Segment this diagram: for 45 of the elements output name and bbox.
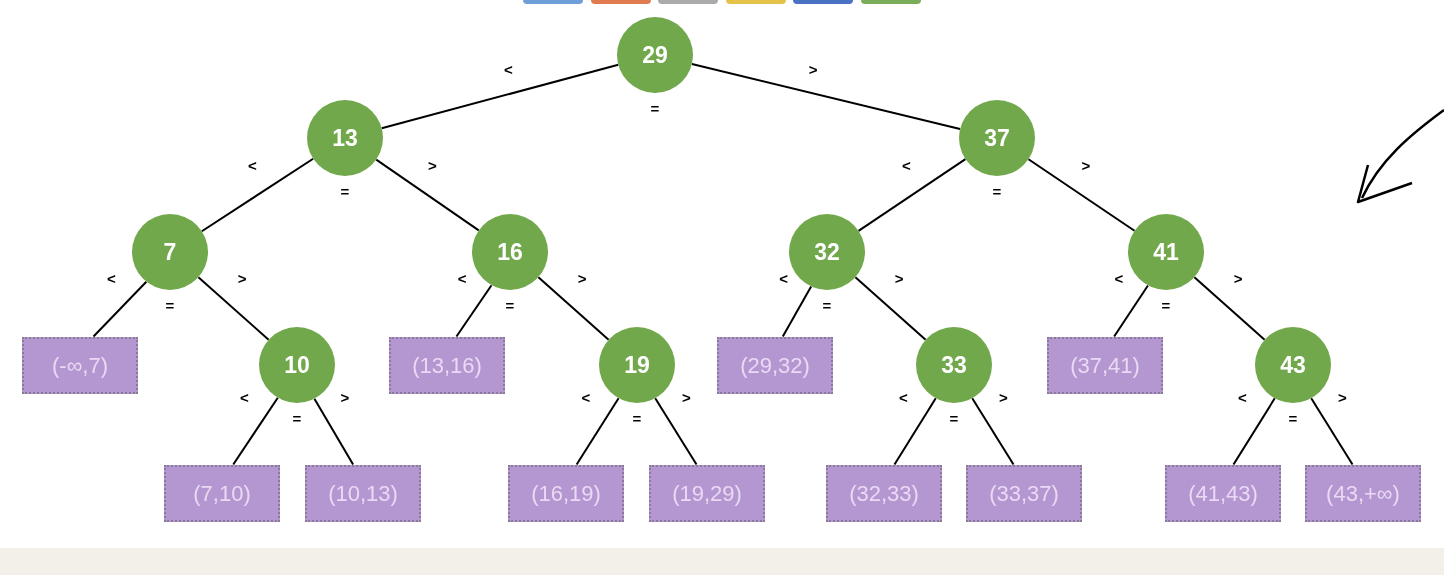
tree-edge	[537, 276, 610, 341]
tree-edge	[575, 397, 620, 466]
tree-edge	[971, 397, 1015, 466]
tree-edge	[690, 62, 962, 131]
equal-sign-label: =	[291, 411, 303, 426]
tree-edge	[1027, 158, 1136, 232]
tree-edge	[1113, 284, 1149, 338]
tree-edge	[893, 397, 937, 466]
tree-edge	[854, 276, 927, 341]
tree-edge	[200, 157, 315, 233]
interval-box: (16,19)	[508, 464, 624, 522]
equal-sign-label: =	[504, 298, 516, 313]
tree-edge	[857, 158, 967, 232]
tree-edge	[313, 397, 355, 466]
equal-sign-label: =	[339, 184, 351, 199]
equal-sign-label: =	[649, 101, 661, 116]
interval-box: (33,37)	[966, 464, 1082, 522]
interval-box: (19,29)	[649, 464, 765, 522]
tree-edge	[375, 158, 480, 232]
interval-box: (13,16)	[389, 336, 505, 394]
interval-box: (7,10)	[164, 464, 280, 522]
interval-box: (29,32)	[717, 336, 833, 394]
equal-sign-label: =	[821, 298, 833, 313]
equal-sign-label: =	[991, 184, 1003, 199]
equal-sign-label: =	[1287, 411, 1299, 426]
tree-edge	[232, 396, 279, 466]
tree-edge	[654, 397, 698, 466]
interval-box: (10,13)	[305, 464, 421, 522]
equal-sign-label: =	[631, 411, 643, 426]
tree-edge	[781, 285, 813, 338]
interval-box: (-∞,7)	[22, 336, 138, 394]
interval-box: (41,43)	[1165, 464, 1281, 522]
equal-sign-label: =	[1160, 298, 1172, 313]
tree-edge	[197, 276, 270, 341]
tree-edge	[380, 63, 620, 130]
interval-box: (43,+∞)	[1305, 464, 1421, 522]
interval-box: (32,33)	[826, 464, 942, 522]
tree-edge	[1310, 397, 1354, 466]
tree-edge	[92, 280, 148, 338]
tree-edge	[455, 284, 493, 338]
equal-sign-label: =	[164, 298, 176, 313]
tree-edge	[1232, 397, 1276, 466]
equal-sign-label: =	[948, 411, 960, 426]
interval-box: (37,41)	[1047, 336, 1163, 394]
tree-edge	[1193, 276, 1266, 341]
